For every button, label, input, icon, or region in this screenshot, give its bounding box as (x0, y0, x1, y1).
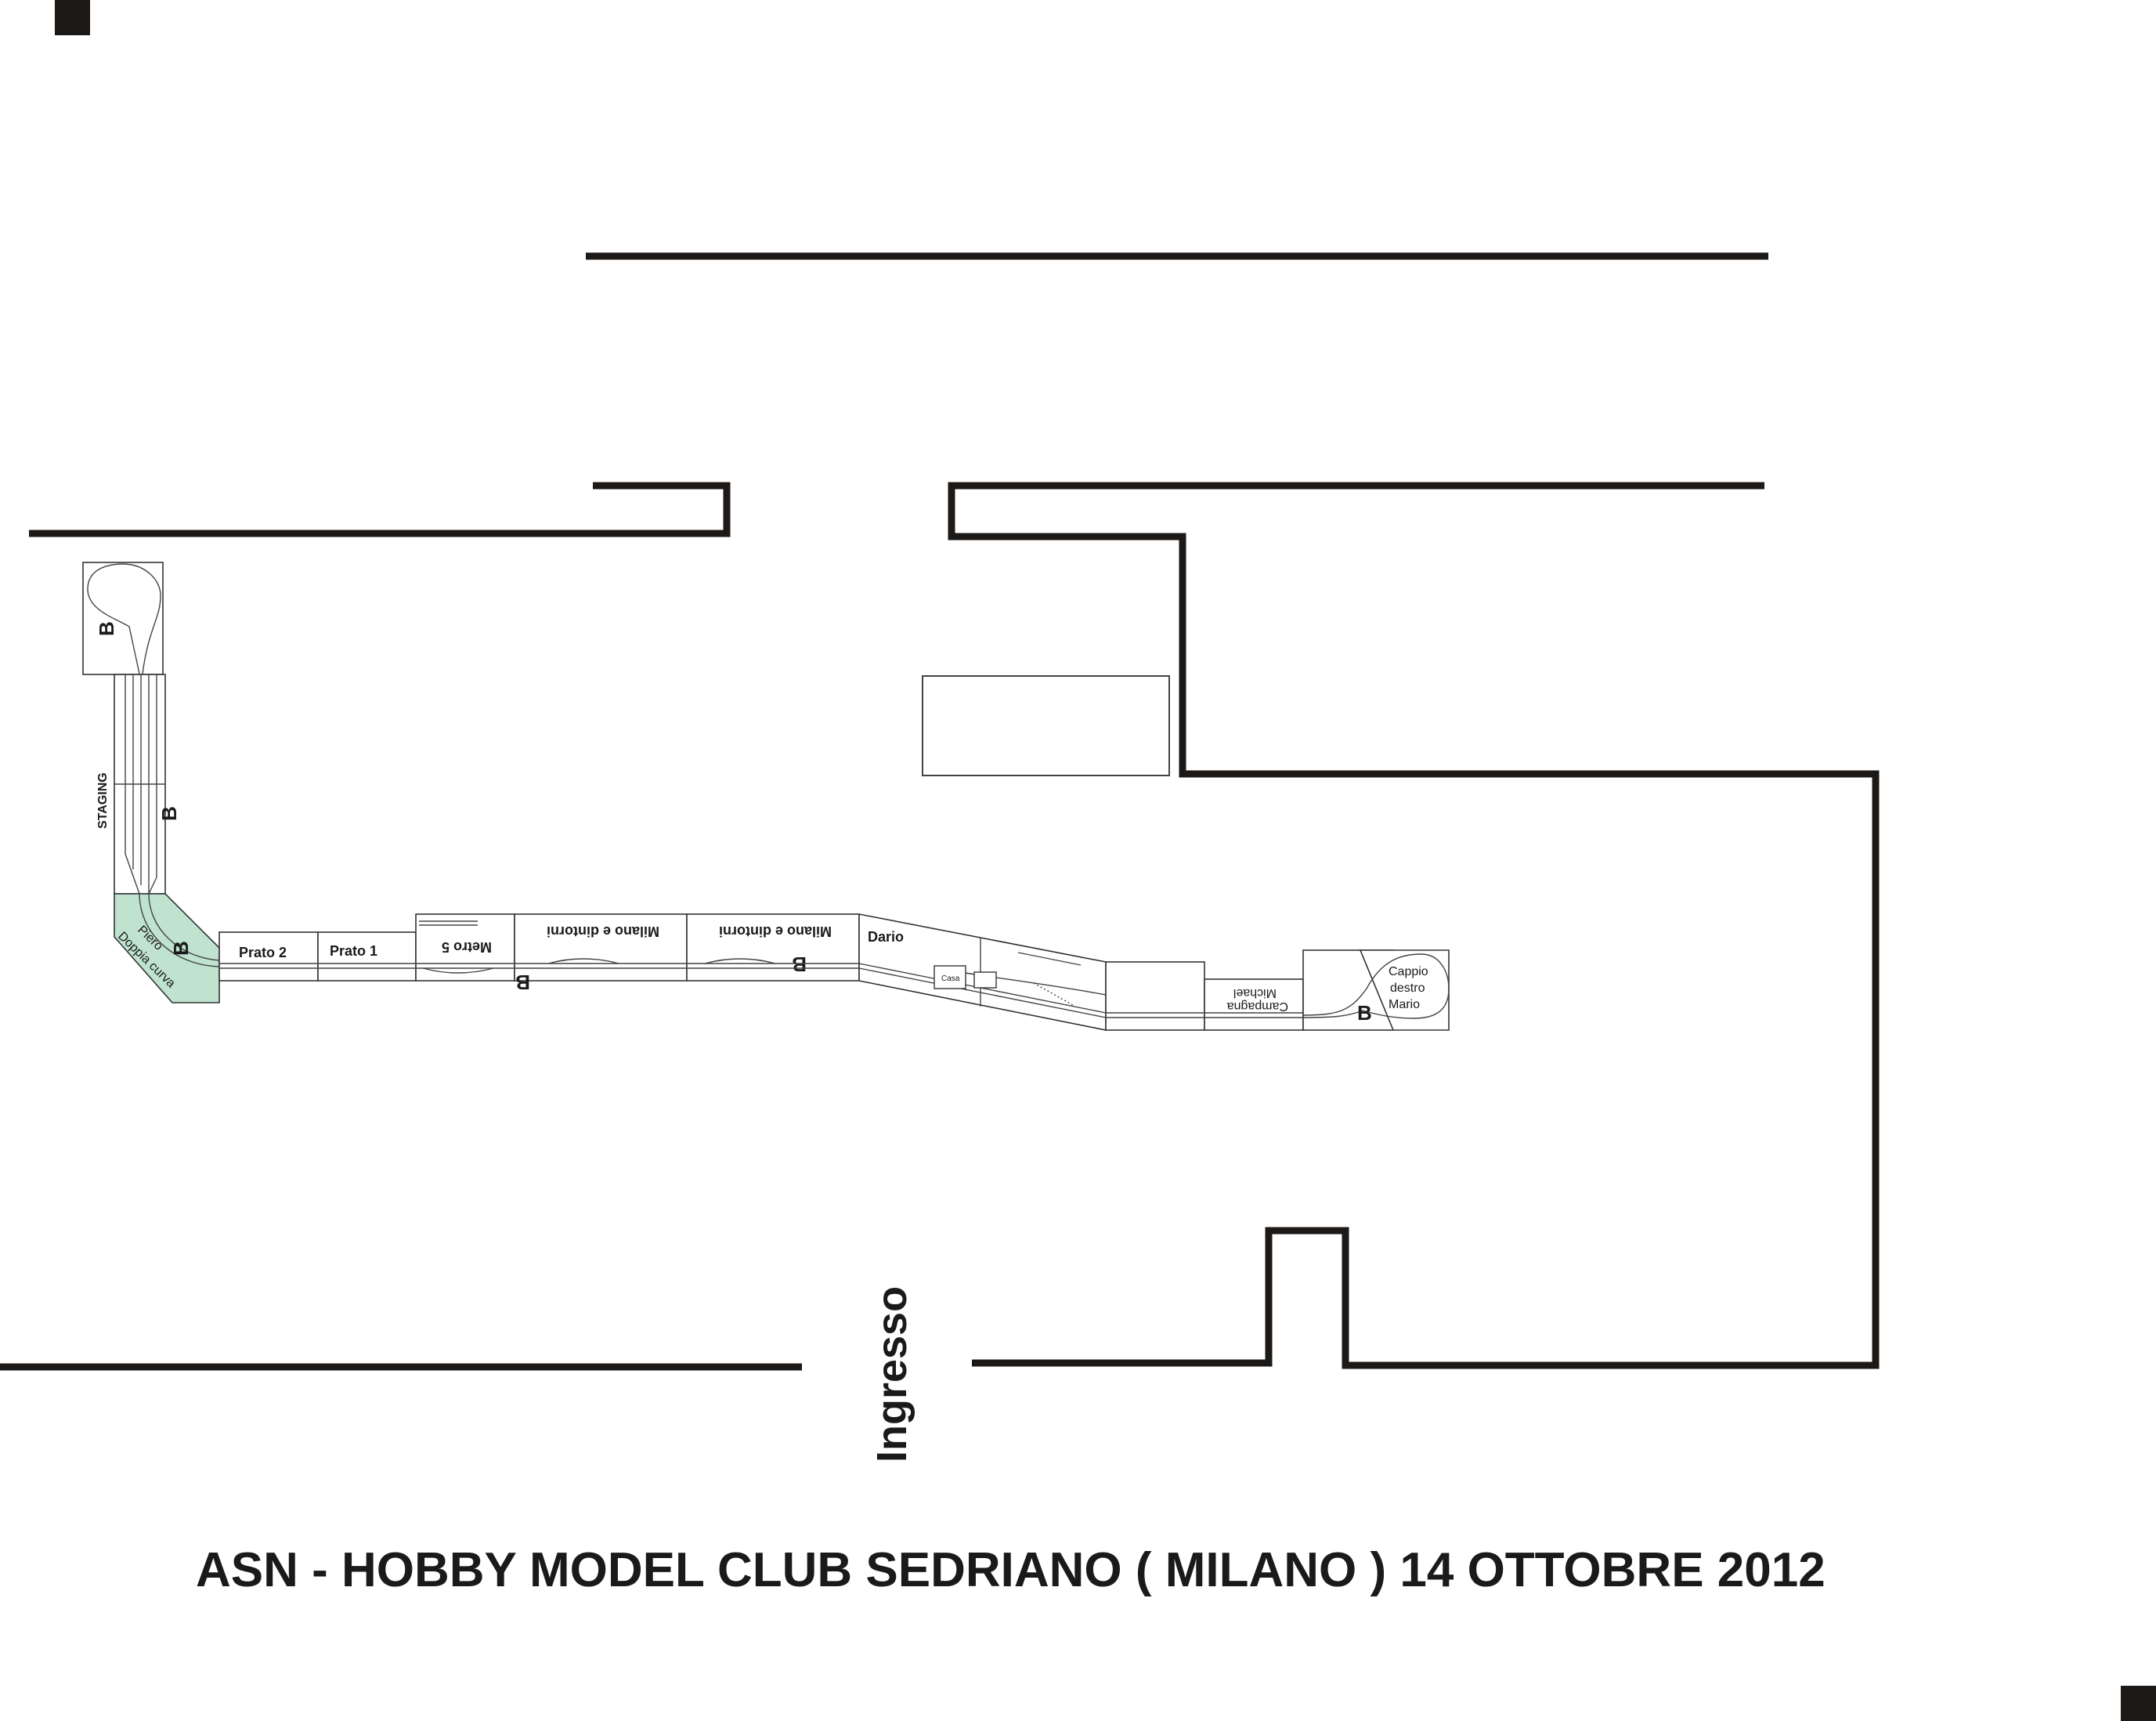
module-prato1 (317, 931, 417, 982)
entrance-label: Ingresso (869, 1286, 915, 1462)
milano-label-2: Milano e dintorni (719, 924, 832, 939)
module-milano-1 (514, 913, 688, 982)
staging-tracks (125, 674, 157, 895)
walls (0, 252, 1880, 1371)
b-marker-doppia: B (169, 941, 193, 956)
cappio-label-2: destro (1390, 982, 1425, 995)
cappio-label-1: Cappio (1389, 965, 1428, 978)
casa-label: Casa (941, 974, 960, 983)
staging-label: STAGING (96, 772, 110, 829)
railway-layout: B STAGING B Doppia curva Piero B Prato 2… (82, 562, 1450, 1031)
main-line-left (219, 958, 859, 974)
milano-label-1: Milano e dintorni (547, 924, 659, 939)
track-loop-top (87, 563, 161, 674)
track-doppia-curva (139, 893, 220, 967)
module-prato2 (218, 931, 319, 982)
module-cappio-right (1359, 949, 1450, 1031)
casa-box (934, 965, 966, 989)
b-marker-milano-1: B (515, 971, 530, 994)
cappio-label-3: Mario (1389, 998, 1420, 1011)
b-marker-staging: B (157, 806, 181, 821)
b-marker-loop: B (95, 621, 118, 636)
wall-right-upper (948, 482, 1880, 1369)
b-marker-milano-2: B (792, 953, 807, 976)
metro5-label: Metro 5 (442, 939, 492, 955)
prato1-label: Prato 1 (330, 943, 377, 959)
module-campagna (1204, 978, 1304, 1031)
b-marker-cappio: B (1357, 1001, 1372, 1025)
module-loop-top (82, 562, 164, 675)
track-cappio-loop (1302, 953, 1450, 1019)
registration-mark-bottom-right (2121, 1686, 2156, 1721)
module-milano-2 (686, 913, 860, 982)
dario-label: Dario (868, 929, 904, 945)
table-rect (922, 675, 1170, 776)
campagna-label-1: Campagna (1227, 1000, 1288, 1013)
prato2-label: Prato 2 (239, 945, 287, 960)
registration-mark-top-left (55, 0, 90, 35)
wall-left-notch (29, 482, 731, 537)
small-building (973, 971, 997, 989)
page-title: ASN - HOBBY MODEL CLUB SEDRIANO ( MILANO… (196, 1543, 1826, 1597)
campagna-label-2: Michael (1233, 986, 1277, 1000)
module-blank (1105, 961, 1205, 1031)
